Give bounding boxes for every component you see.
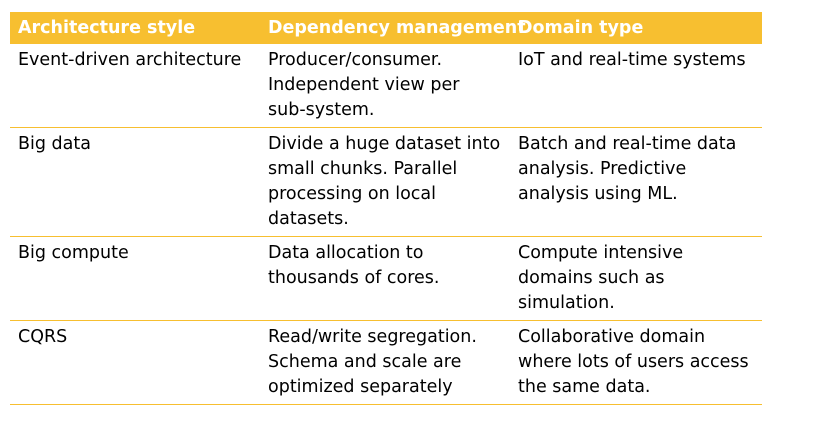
header-domain-type: Domain type [510,12,762,44]
cell-architecture-style: CQRS [10,320,260,405]
table-row: Event-driven architecture Producer/consu… [10,44,762,128]
header-architecture-style: Architecture style [10,12,260,44]
table-row: Big compute Data allocation to thousands… [10,236,762,321]
cell-domain-type: Collaborative domain where lots of users… [510,320,762,405]
cell-domain-type: IoT and real-time systems [510,44,762,128]
cell-dependency-management: Producer/consumer. Independent view per … [260,44,510,128]
cell-architecture-style: Event-driven architecture [10,44,260,128]
header-row: Architecture style Dependency management… [10,12,762,44]
cell-architecture-style: Big data [10,127,260,237]
header-dependency-management: Dependency management [260,12,526,44]
cell-dependency-management: Read/write segregation. Schema and scale… [260,320,510,405]
table-row: Big data Divide a huge dataset into smal… [10,127,762,237]
cell-architecture-style: Big compute [10,236,260,321]
cell-domain-type: Compute intensive domains such as simula… [510,236,762,321]
cell-domain-type: Batch and real-time data analysis. Predi… [510,127,762,237]
table-row: CQRS Read/write segregation. Schema and … [10,320,762,405]
table-header: Architecture style Dependency management… [10,12,762,44]
architecture-styles-table-container: Architecture style Dependency management… [10,12,762,405]
architecture-styles-table: Architecture style Dependency management… [10,12,762,405]
table-body: Event-driven architecture Producer/consu… [10,44,762,405]
cell-dependency-management: Data allocation to thousands of cores. [260,236,510,321]
cell-dependency-management: Divide a huge dataset into small chunks.… [260,127,510,237]
